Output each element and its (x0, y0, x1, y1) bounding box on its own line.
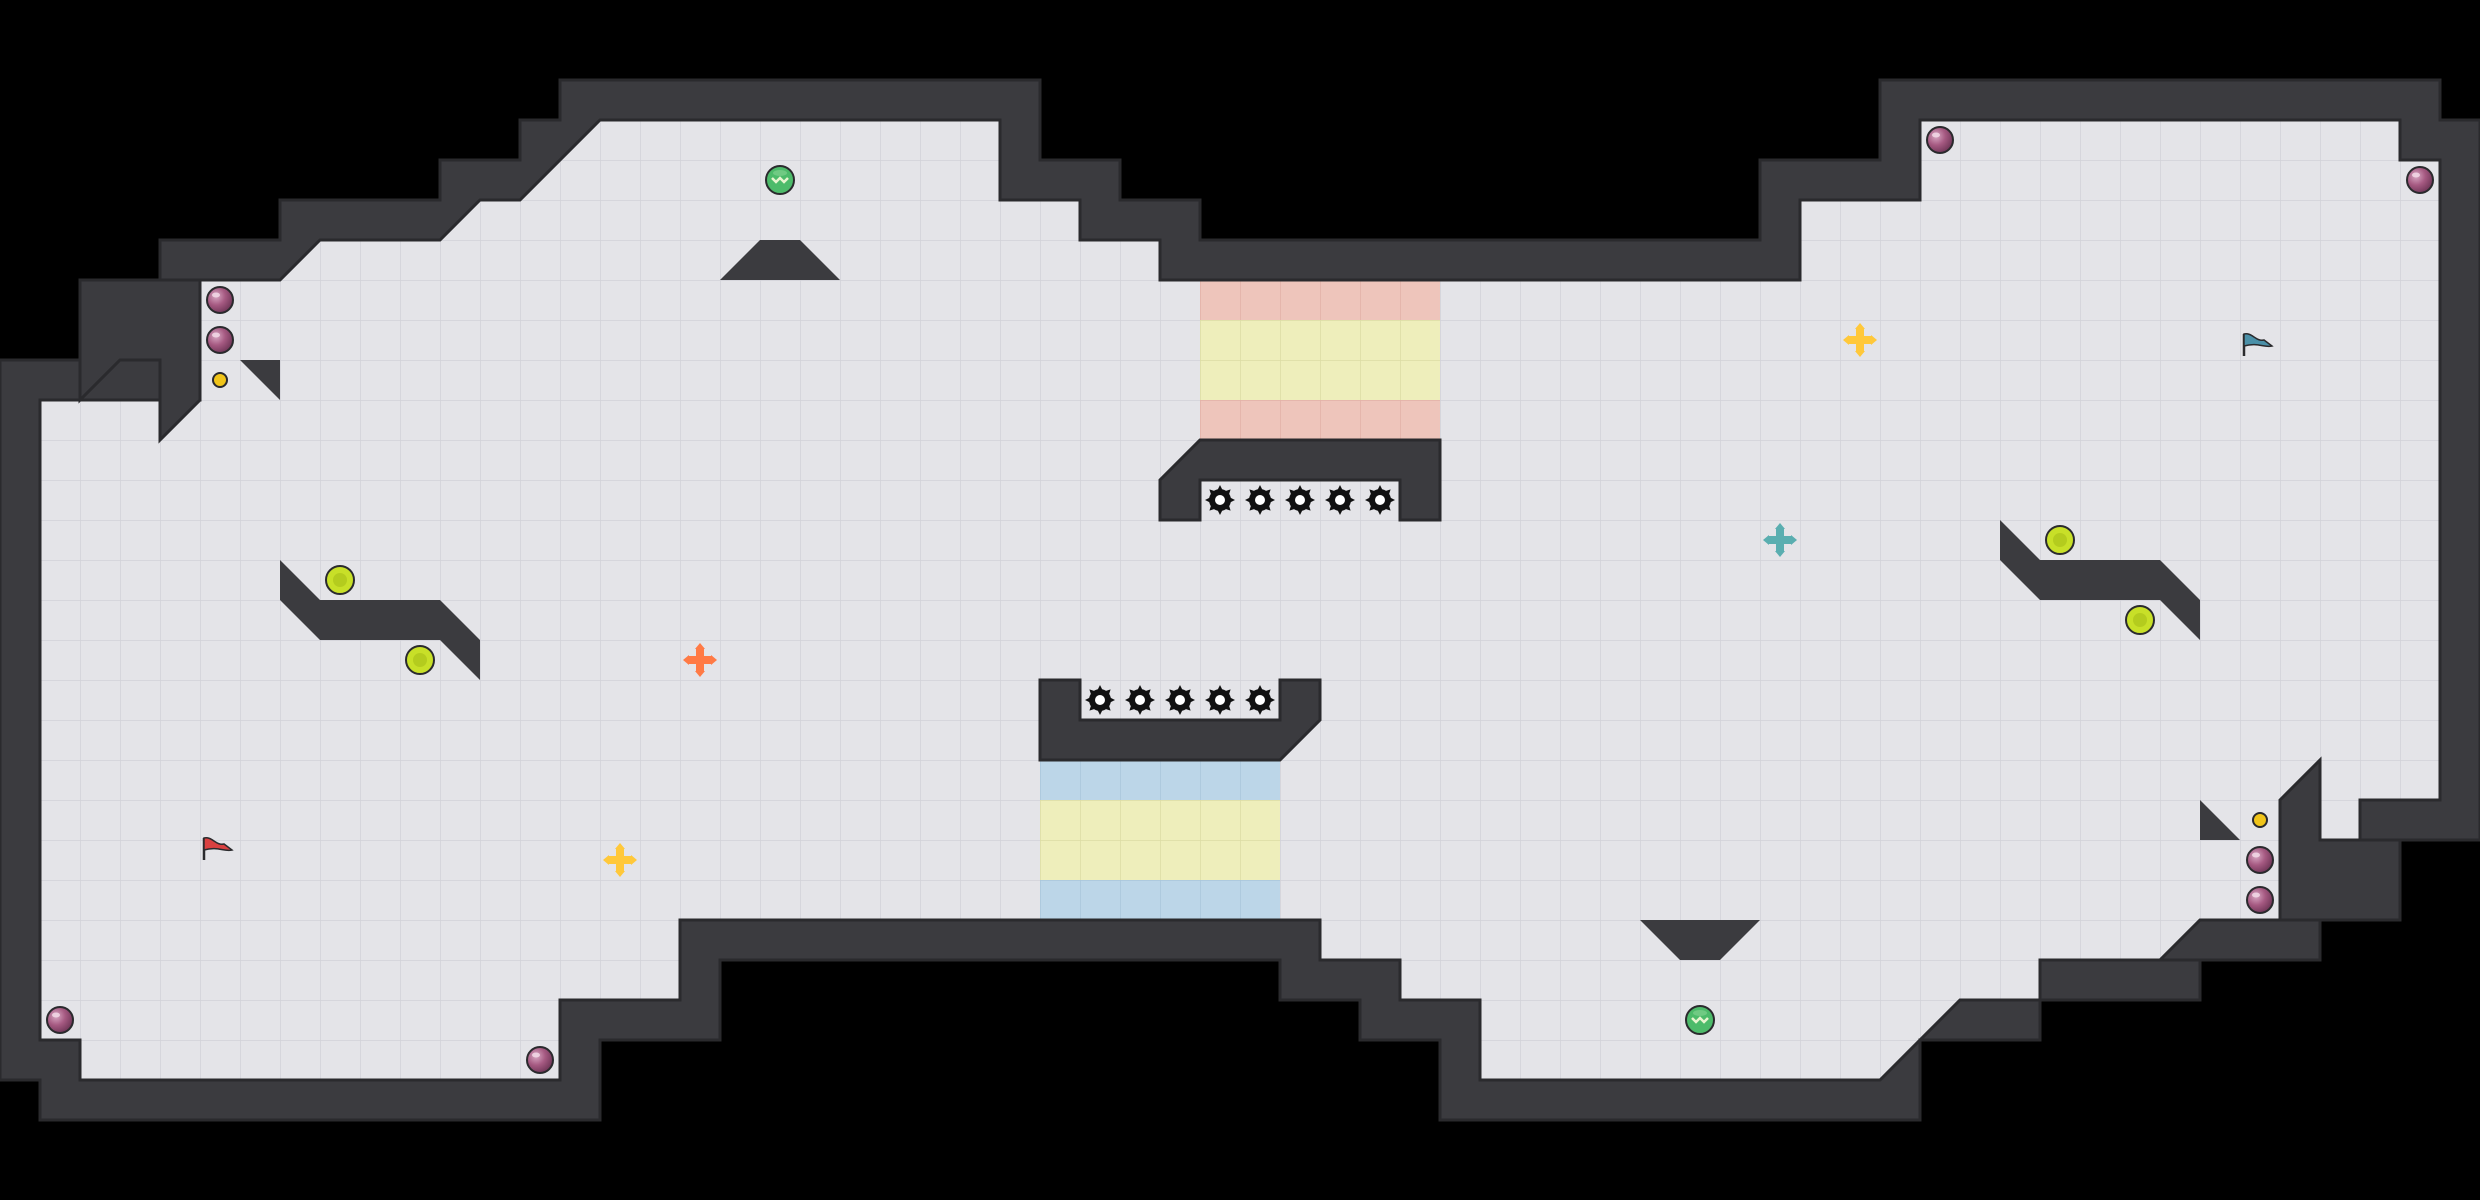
right-notch-wall (2278, 756, 2402, 922)
zone-yellow-bottom (1040, 800, 1280, 880)
right-small-ramp (2200, 800, 2240, 840)
orb-icon[interactable] (2406, 166, 2434, 194)
left-small-ramp (240, 360, 280, 400)
striped-ball-icon[interactable] (1684, 1004, 1716, 1036)
orb-icon[interactable] (206, 326, 234, 354)
spike (1165, 685, 1195, 715)
orb-icon[interactable] (526, 1046, 554, 1074)
right-slanted-bar (2000, 520, 2200, 640)
zone-red-bottom (1200, 400, 1440, 440)
top-trapezoid (720, 240, 840, 280)
coin-icon[interactable] (2252, 812, 2268, 828)
zone-blue-top (1040, 760, 1280, 800)
flag-icon[interactable] (2242, 333, 2274, 356)
spike (1245, 685, 1275, 715)
orb-icon[interactable] (2246, 886, 2274, 914)
bottom-trapezoid (1640, 920, 1760, 960)
spike (1325, 485, 1355, 515)
spike (1125, 685, 1155, 715)
spike (1085, 685, 1115, 715)
orb-icon[interactable] (2246, 846, 2274, 874)
left-notch-wall (78, 278, 202, 444)
spike (1365, 485, 1395, 515)
floor-area (40, 120, 2440, 1080)
orb-icon[interactable] (46, 1006, 74, 1034)
outer-wall (0, 78, 2480, 1122)
spike (1205, 685, 1235, 715)
zone-yellow-top (1200, 320, 1440, 400)
flag-icon[interactable] (202, 837, 234, 860)
orb-icon[interactable] (206, 286, 234, 314)
green-ball-icon[interactable] (2045, 525, 2075, 555)
left-slanted-bar (280, 560, 480, 680)
zone-red-top (1200, 280, 1440, 320)
orb-icon[interactable] (1926, 126, 1954, 154)
coin-icon[interactable] (212, 372, 228, 388)
lower-center-platform (1038, 678, 1322, 762)
green-ball-icon[interactable] (325, 565, 355, 595)
upper-center-platform (1158, 438, 1442, 522)
spike (1245, 485, 1275, 515)
green-ball-icon[interactable] (405, 645, 435, 675)
spike (1285, 485, 1315, 515)
zone-blue-bottom (1040, 880, 1280, 920)
spike (1205, 485, 1235, 515)
green-ball-icon[interactable] (2125, 605, 2155, 635)
striped-ball-icon[interactable] (764, 164, 796, 196)
